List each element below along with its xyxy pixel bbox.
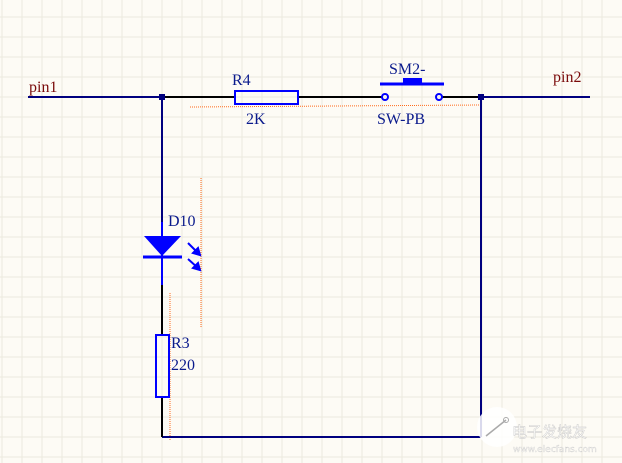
junction-left bbox=[159, 94, 165, 100]
resistor-r3[interactable] bbox=[155, 334, 170, 398]
r4-designator: R4 bbox=[232, 72, 251, 89]
light-emission-icon bbox=[187, 242, 202, 272]
port-label-pin2: pin2 bbox=[553, 69, 581, 86]
led-d10[interactable] bbox=[143, 222, 202, 285]
r4-value: 2K bbox=[246, 111, 266, 128]
resistor-r4[interactable] bbox=[234, 90, 299, 105]
error-squiggles bbox=[169, 104, 481, 440]
junction-right bbox=[478, 94, 484, 100]
sm2-value: SW-PB bbox=[377, 111, 425, 128]
r3-designator: R3 bbox=[171, 335, 190, 352]
watermark-title: 电子发烧友 bbox=[512, 423, 587, 441]
watermark-logo: 电子发烧友 www.elecfans.com bbox=[477, 407, 597, 455]
pin-leads bbox=[161, 96, 481, 437]
d10-designator: D10 bbox=[168, 213, 196, 230]
r3-value: 220 bbox=[171, 357, 195, 374]
wires bbox=[28, 96, 590, 438]
sm2-designator: SM2- bbox=[389, 61, 425, 78]
squiggle-top bbox=[189, 104, 481, 108]
port-label-pin1: pin1 bbox=[29, 79, 57, 96]
switch-sm2[interactable] bbox=[380, 78, 444, 101]
watermark-url: www.elecfans.com bbox=[513, 445, 597, 455]
